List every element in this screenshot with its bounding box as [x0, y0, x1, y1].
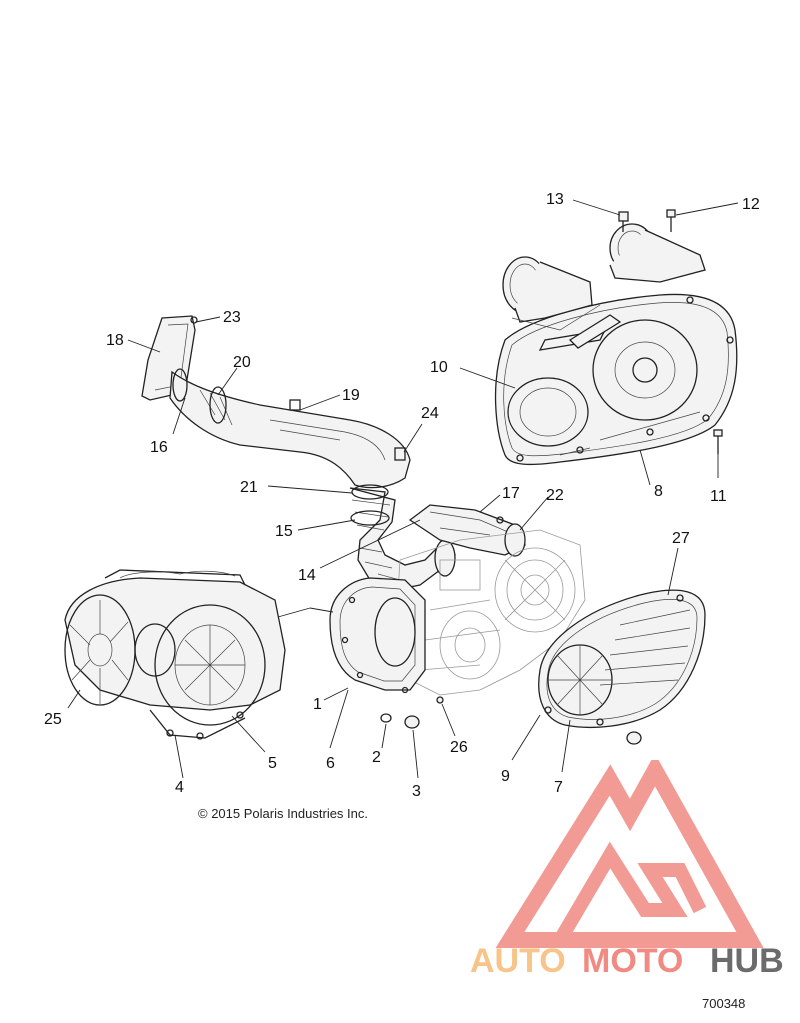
callout-18: 18 — [106, 332, 124, 349]
automotohub-logo: AUTO MOTO HUB — [470, 760, 784, 980]
copyright-notice: © 2015 Polaris Industries Inc. — [198, 806, 368, 821]
leader-lines — [67, 199, 739, 779]
diagram-number: 700348 — [702, 996, 746, 1011]
callout-1: 1 — [313, 696, 322, 713]
clamp-16 — [172, 368, 188, 402]
logo-triangle-icon — [495, 760, 764, 948]
callout-16: 16 — [150, 439, 168, 456]
upper-air-duct-left — [502, 256, 601, 331]
callout-6: 6 — [326, 755, 335, 772]
upper-air-duct-right — [609, 223, 706, 283]
callout-21: 21 — [240, 479, 258, 496]
callout-20: 20 — [233, 354, 251, 371]
bolt-12 — [666, 209, 676, 232]
lower-clutch-cover-7 — [538, 589, 706, 745]
logo-text-auto: AUTO — [470, 942, 566, 980]
washer-2 — [380, 713, 392, 723]
callout-11: 11 — [710, 488, 727, 505]
callout-3: 3 — [412, 783, 421, 800]
outlet-duct-17 — [408, 504, 526, 557]
intake-tube-19 — [169, 370, 411, 489]
callout-13: 13 — [546, 191, 564, 208]
callout-14: 14 — [298, 567, 316, 584]
logo-text-moto: MOTO — [582, 942, 683, 980]
callout-7: 7 — [554, 779, 563, 796]
logo-text-hub: HUB — [710, 942, 784, 980]
callout-17: 17 — [502, 485, 520, 502]
fan-housing-left — [64, 569, 286, 740]
nut-3 — [404, 715, 420, 729]
clamp-20 — [209, 386, 227, 424]
inner-clutch-cover-1 — [329, 577, 426, 694]
bolt-13 — [618, 211, 629, 232]
callout-2: 2 — [372, 749, 381, 766]
callout-27: 27 — [672, 530, 690, 547]
callout-24: 24 — [421, 405, 439, 422]
callout-4: 4 — [175, 779, 184, 796]
callout-5: 5 — [268, 755, 277, 772]
screw-26 — [436, 696, 444, 704]
callout-22: 22 — [546, 487, 564, 504]
callout-labels: 1 2 3 4 5 6 7 8 9 10 11 12 13 14 15 16 1… — [44, 191, 760, 800]
callout-9: 9 — [501, 768, 510, 785]
outer-clutch-cover-part — [494, 293, 738, 466]
callout-8: 8 — [654, 483, 663, 500]
callout-19: 19 — [342, 387, 360, 404]
callout-10: 10 — [430, 359, 448, 376]
callout-12: 12 — [742, 196, 760, 213]
callout-25: 25 — [44, 711, 62, 728]
callout-26: 26 — [450, 739, 468, 756]
callout-15: 15 — [275, 523, 293, 540]
callout-23: 23 — [223, 309, 241, 326]
